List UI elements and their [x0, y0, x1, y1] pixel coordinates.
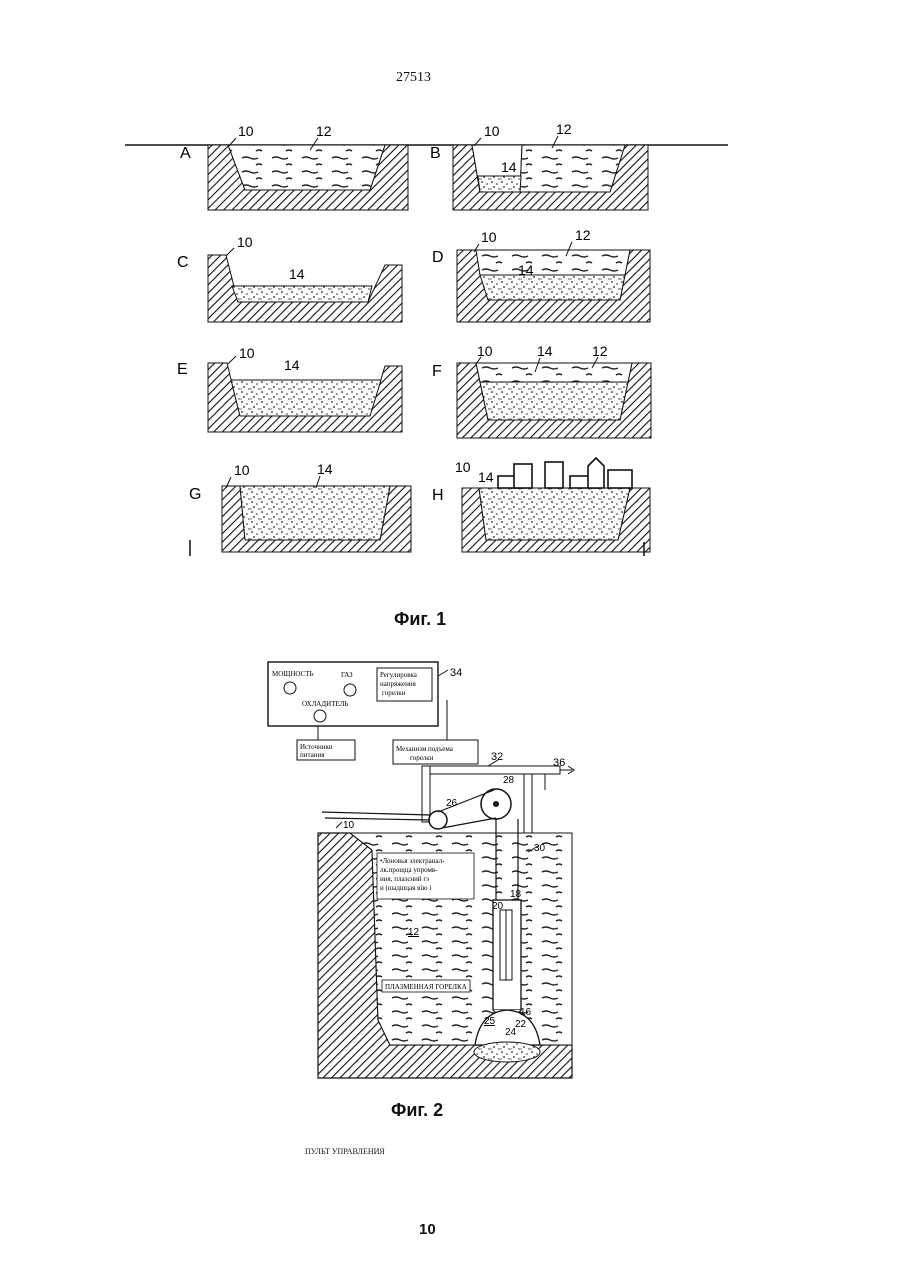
burner-regulator-line-3: горелки [382, 689, 406, 697]
control-panel-heading: ПУЛЬТ УПРАВЛЕНИЯ [305, 1147, 385, 1156]
ref-25: 25 [484, 1016, 496, 1027]
note-line-2: лк.прощца упромв- [380, 866, 438, 874]
ref-34: 34 [450, 667, 462, 679]
plasma-torch-label: ПЛАЗМЕННАЯ ГОРЕЛКА [385, 983, 467, 991]
cooler-label: ОХЛАДИТЕЛЬ [302, 700, 348, 708]
ref-20: 20 [492, 901, 504, 912]
burner-regulator-line-2: напряжения [380, 680, 417, 688]
figure-2-caption: Фиг. 2 [391, 1100, 443, 1121]
ref-32: 32 [491, 751, 503, 763]
lift-mechanism-line-1: Механизм подъема [396, 745, 454, 753]
ref-16: 16 [520, 1007, 532, 1018]
ref-12-fig2: 12 [408, 927, 420, 938]
pulley-26-icon [429, 811, 447, 829]
burner-regulator-line-1: Регулировка [380, 671, 418, 679]
cooler-gauge-icon [314, 710, 326, 722]
ref-10-fig2: 10 [343, 820, 355, 831]
power-gauge-icon [284, 682, 296, 694]
lift-mechanism-line-2: горелки [410, 754, 434, 762]
ref-22: 22 [515, 1019, 527, 1030]
ref-36: 36 [553, 757, 565, 769]
ref-18: 18 [510, 889, 522, 900]
ref-28: 28 [503, 775, 515, 786]
power-label: МОЩНОСТЬ [272, 670, 314, 678]
gas-label: ГАЗ [341, 671, 353, 679]
power-source-line-2: питания [300, 751, 325, 759]
page-number: 10 [419, 1221, 436, 1238]
note-line-3: ния, плазсний гэ [380, 875, 429, 883]
ref-24: 24 [505, 1027, 517, 1038]
note-line-1: •Лоновья электранал- [380, 857, 445, 865]
power-source-line-1: Источники [300, 743, 333, 751]
note-line-4: и (шадшцая вію і [380, 884, 431, 892]
melted-zone [474, 1042, 540, 1062]
gas-gauge-icon [344, 684, 356, 696]
ref-30: 30 [534, 843, 546, 854]
ref-26: 26 [446, 798, 458, 809]
